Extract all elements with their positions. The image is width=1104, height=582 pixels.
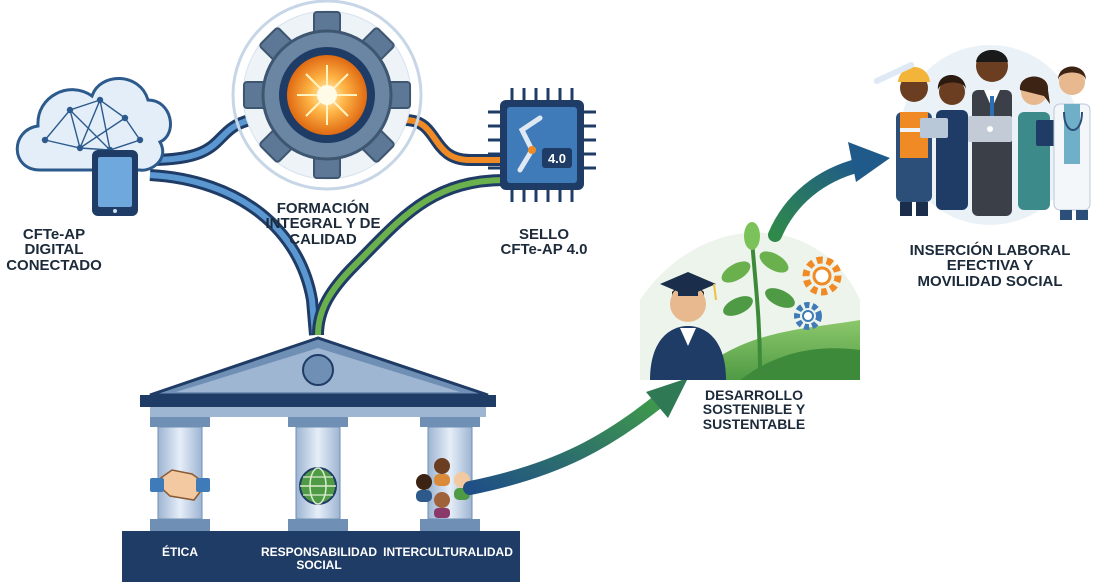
- label-sello-line-1: SELLO: [518, 226, 569, 243]
- cloud-tablet-icon: [15, 77, 172, 216]
- label-formacion-line-3: CALIDAD: [289, 230, 357, 248]
- label-formacion: FORMACIÓN INTEGRAL Y DE CALIDAD: [248, 201, 398, 247]
- chip-version-text: 4.0: [548, 151, 566, 166]
- pillar-label-responsabilidad-line-2: SOCIAL: [296, 557, 342, 572]
- pillar-label-etica: ÉTICA: [140, 546, 220, 559]
- graduate-plant-icon: [640, 222, 860, 380]
- label-formacion-line-2: INTEGRAL Y DE: [265, 215, 381, 233]
- pillar-label-interculturalidad: INTERCULTURALIDAD: [378, 546, 518, 559]
- label-desarrollo: DESARROLLO SOSTENIBLE Y SUSTENTABLE: [684, 388, 824, 431]
- pillar-label-responsabilidad-line-1: RESPONSABILIDAD: [260, 545, 377, 559]
- label-formacion-line-1: FORMACIÓN: [276, 200, 370, 217]
- label-digital: CFTe-AP DIGITAL CONECTADO: [4, 227, 104, 273]
- diverse-people-icon: [416, 458, 470, 518]
- upward-arrow: [768, 142, 890, 242]
- label-desarrollo-line-1: DESARROLLO: [705, 387, 803, 403]
- pillar-label-etica-line-1: ÉTICA: [162, 545, 198, 559]
- label-desarrollo-line-3: SUSTENTABLE: [702, 415, 806, 432]
- label-sello-line-2: CFTe-AP 4.0: [500, 241, 588, 259]
- label-insercion-line-2: EFECTIVA Y: [946, 257, 1034, 275]
- label-sello: SELLO CFTe-AP 4.0: [484, 227, 604, 258]
- label-digital-line-2: DIGITAL: [24, 241, 84, 259]
- label-insercion-line-3: MOVILIDAD SOCIAL: [917, 272, 1063, 290]
- label-desarrollo-line-2: SOSTENIBLE Y: [702, 401, 806, 418]
- growth-arrow: [463, 378, 688, 495]
- label-insercion-line-1: INSERCIÓN LABORAL: [909, 242, 1071, 259]
- pillar-label-interculturalidad-line-1: INTERCULTURALIDAD: [383, 545, 513, 559]
- label-digital-line-1: CFTe-AP: [22, 226, 86, 243]
- institution-building: [122, 336, 520, 582]
- handshake-icon: [150, 469, 210, 501]
- chip-robot-arm-icon: 4.0: [488, 88, 596, 202]
- label-digital-line-3: CONECTADO: [6, 256, 102, 274]
- gear-icon: [231, 0, 423, 191]
- workers-group-icon: [873, 45, 1091, 225]
- label-insercion: INSERCIÓN LABORAL EFECTIVA Y MOVILIDAD S…: [880, 243, 1100, 289]
- globe-icon: [299, 467, 337, 505]
- pillar-label-responsabilidad: RESPONSABILIDAD SOCIAL: [254, 546, 384, 571]
